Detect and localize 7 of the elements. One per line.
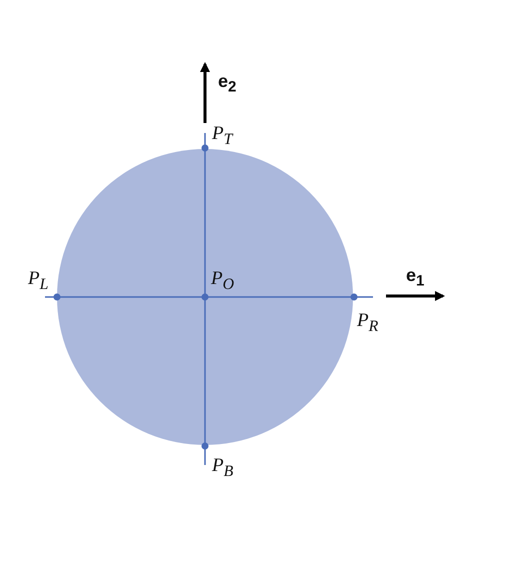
vector-label: e$_{1}$ [406, 264, 424, 292]
vector-label: e$_{2}$ [218, 70, 236, 98]
point-label: P$_{T}$ [212, 123, 232, 150]
point-label: P$_{R}$ [357, 310, 378, 337]
point-label: P$_{L}$ [28, 268, 48, 295]
point-label: P$_{O}$ [211, 268, 234, 295]
point-label: P$_{B}$ [212, 455, 234, 482]
